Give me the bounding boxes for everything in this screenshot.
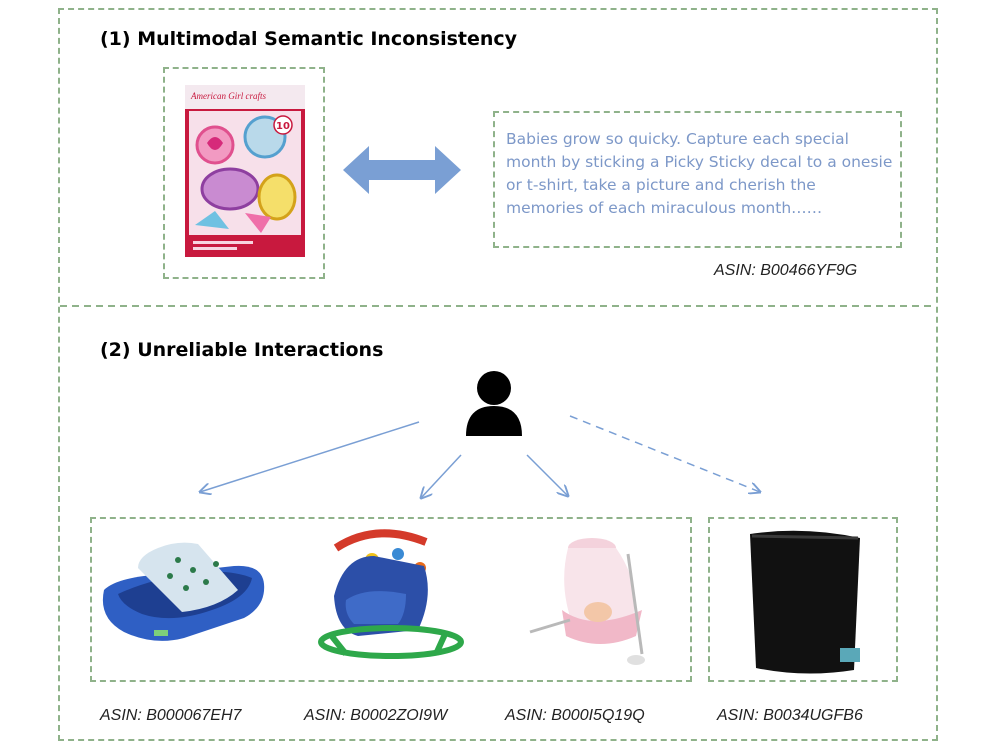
- outer-frame: [58, 8, 938, 741]
- noisy-item-frame: [708, 517, 898, 682]
- package-brand-text: American Girl crafts: [190, 91, 266, 101]
- item-asin-label: ASIN: B000I5Q19Q: [505, 707, 645, 724]
- asin-label: ASIN: B00466YF9G: [714, 262, 858, 279]
- american-girl-craft-image: American Girl crafts 10: [185, 85, 305, 257]
- double-arrow: [343, 146, 461, 194]
- black-wet-bag-image: [750, 530, 860, 674]
- baby-bath-tub-image: [102, 542, 265, 641]
- section1-title: (1) Multimodal Semantic Inconsistency: [100, 28, 518, 50]
- product-description: Babies grow so quicky. Capture each spec…: [506, 130, 893, 217]
- user-icon: [466, 371, 522, 436]
- baby-cradle-image: [529, 538, 645, 665]
- description-box: Babies grow so quicky. Capture each spec…: [493, 111, 902, 248]
- item-asin-label: ASIN: B0034UGFB6: [717, 707, 863, 724]
- section2-title: (2) Unreliable Interactions: [100, 339, 384, 361]
- interacted-items-frame: [90, 517, 692, 682]
- product-image-frame: American Girl crafts 10: [163, 67, 325, 279]
- item-asin-label: ASIN: B000067EH7: [100, 707, 242, 724]
- section-divider: [60, 305, 936, 307]
- baby-bouncer-image: [318, 529, 464, 659]
- item-asin-label: ASIN: B0002ZOI9W: [304, 707, 448, 724]
- package-badge-text: 10: [276, 121, 290, 132]
